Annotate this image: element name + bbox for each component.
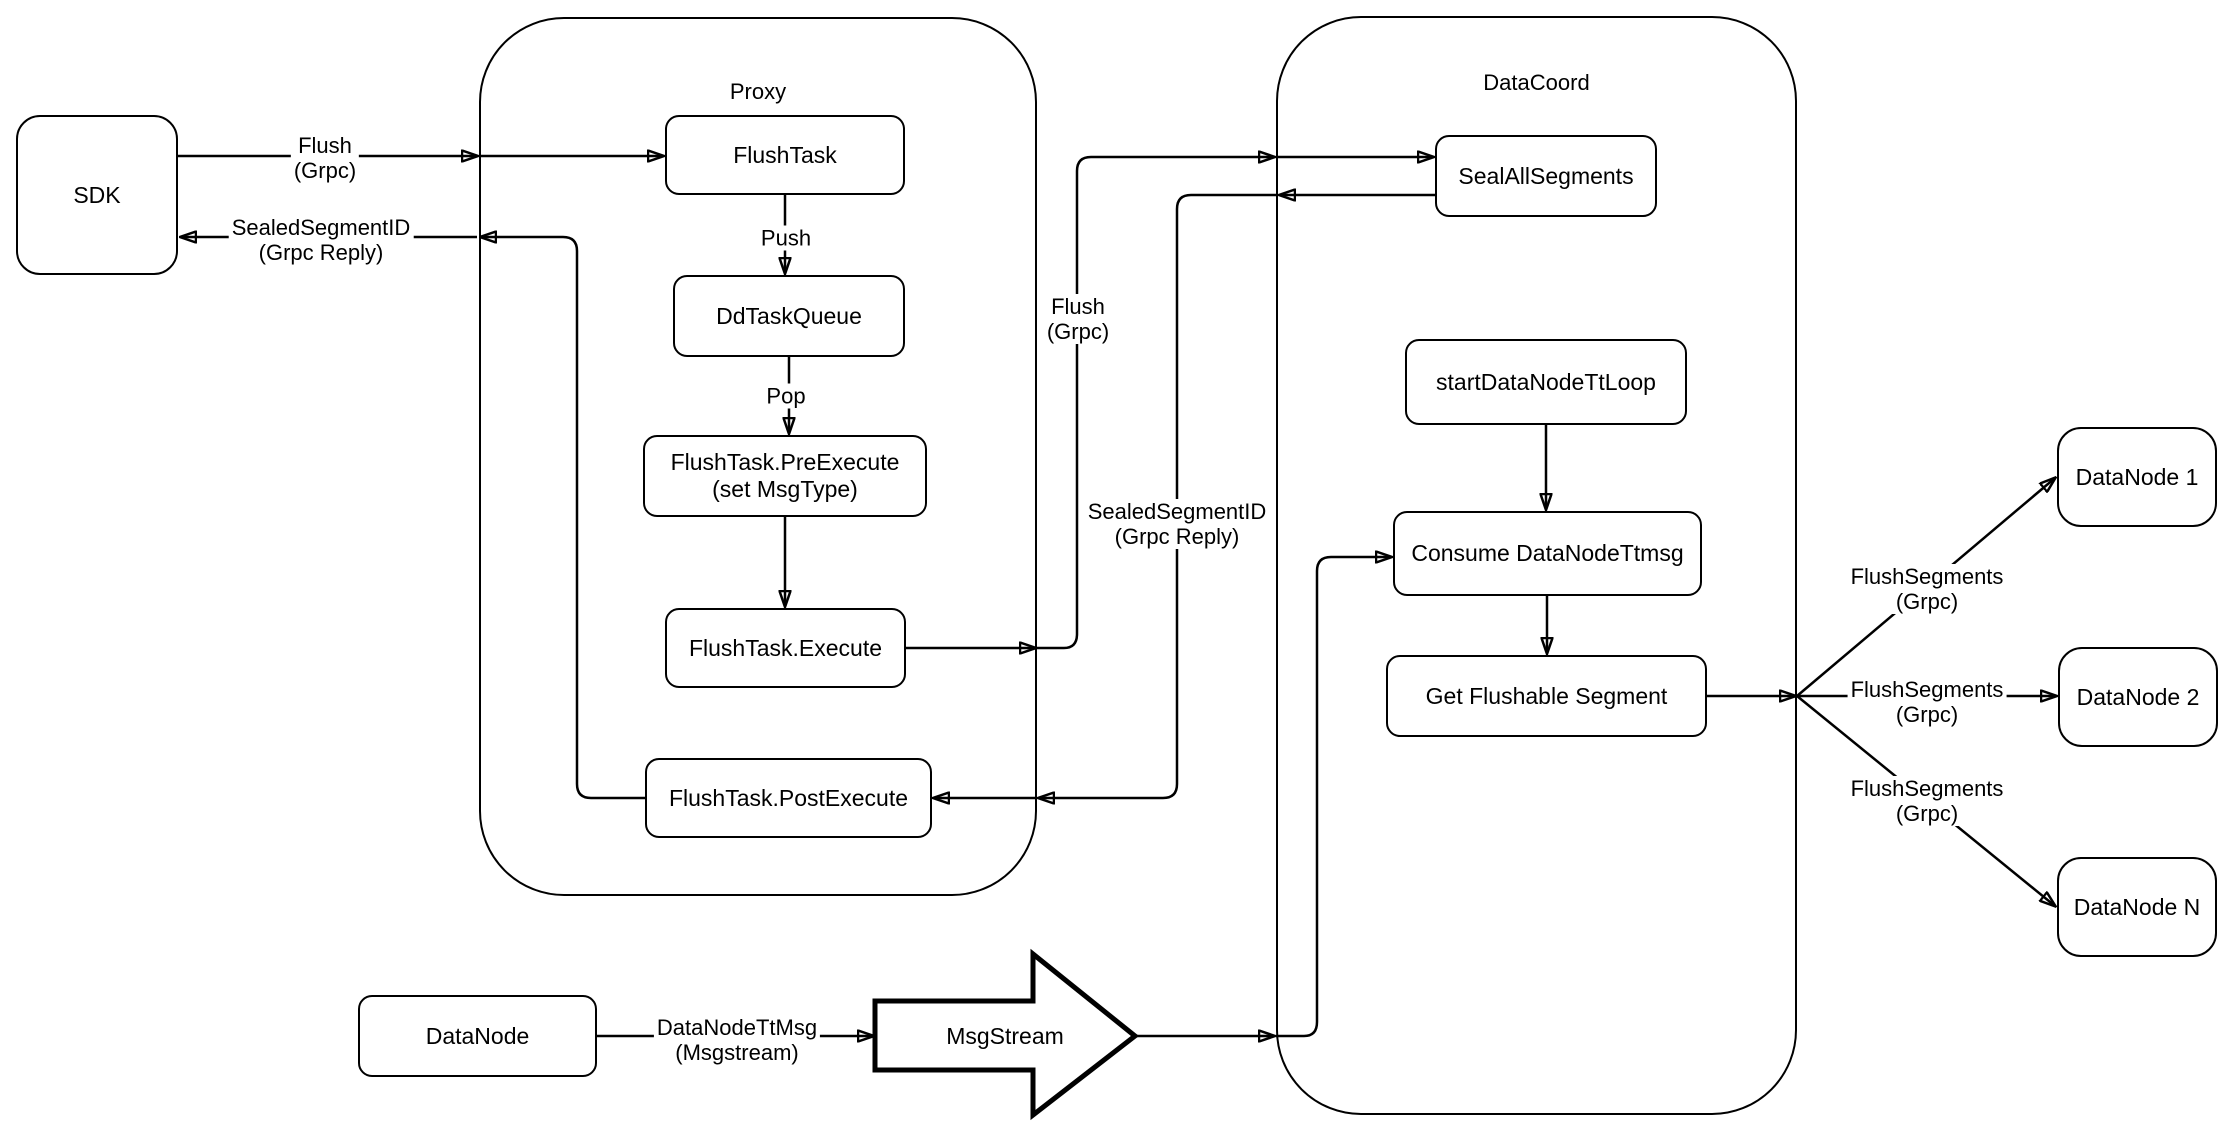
edge-sealedreply-to-proxyedge (1039, 193, 1276, 798)
edge-flushgrpc-to-datacoordedge (1037, 157, 1274, 650)
edge-label-flushsegments-2: FlushSegments (Grpc) (1847, 677, 2007, 727)
node-consume-datanodettmsg: Consume DataNodeTtmsg (1393, 511, 1702, 596)
edge-label-datanodettmsg: DataNodeTtMsg (Msgstream) (653, 1015, 821, 1065)
msgstream-label: MsgStream (946, 1023, 1064, 1049)
node-flushtask-postexecute: FlushTask.PostExecute (645, 758, 932, 838)
edge-label-sealedsegmentid-mid: SealedSegmentID (Grpc Reply) (1084, 499, 1270, 549)
edge-postexecute-to-proxyedge (481, 237, 645, 800)
edge-label-pop: Pop (763, 383, 809, 409)
node-get-flushable-segment: Get Flushable Segment (1386, 655, 1707, 737)
node-datanode-1: DataNode 1 (2057, 427, 2217, 527)
msgstream-arrow-shape (872, 948, 1140, 1121)
node-datanode-2: DataNode 2 (2058, 647, 2218, 747)
datacoord-container-title: DataCoord (1483, 70, 1590, 95)
node-ddtaskqueue: DdTaskQueue (673, 275, 905, 357)
edge-label-sealedsegmentid-sdk: SealedSegmentID (Grpc Reply) (228, 215, 414, 265)
node-sdk: SDK (16, 115, 178, 275)
node-datanode-bottom: DataNode (358, 995, 597, 1077)
proxy-container (479, 17, 1037, 896)
edge-label-flushsegments-1: FlushSegments (Grpc) (1847, 564, 2007, 614)
node-datanode-n: DataNode N (2057, 857, 2217, 957)
node-flushtask: FlushTask (665, 115, 905, 195)
edge-label-flush-grpc-sdk: Flush (Grpc) (290, 133, 360, 183)
edge-label-push: Push (757, 225, 815, 251)
node-flushtask-execute: FlushTask.Execute (665, 608, 906, 688)
datacoord-container (1276, 16, 1797, 1115)
node-startdatanodettloop: startDataNodeTtLoop (1405, 339, 1687, 425)
node-flushtask-preexecute: FlushTask.PreExecute (set MsgType) (643, 435, 927, 517)
edge-label-flushsegments-3: FlushSegments (Grpc) (1847, 776, 2007, 826)
node-sealallsegments: SealAllSegments (1435, 135, 1657, 217)
edge-label-flush-grpc-mid: Flush (Grpc) (1043, 294, 1113, 344)
proxy-container-title: Proxy (729, 79, 787, 104)
edge-msgstream-to-consume (1276, 557, 1391, 1038)
